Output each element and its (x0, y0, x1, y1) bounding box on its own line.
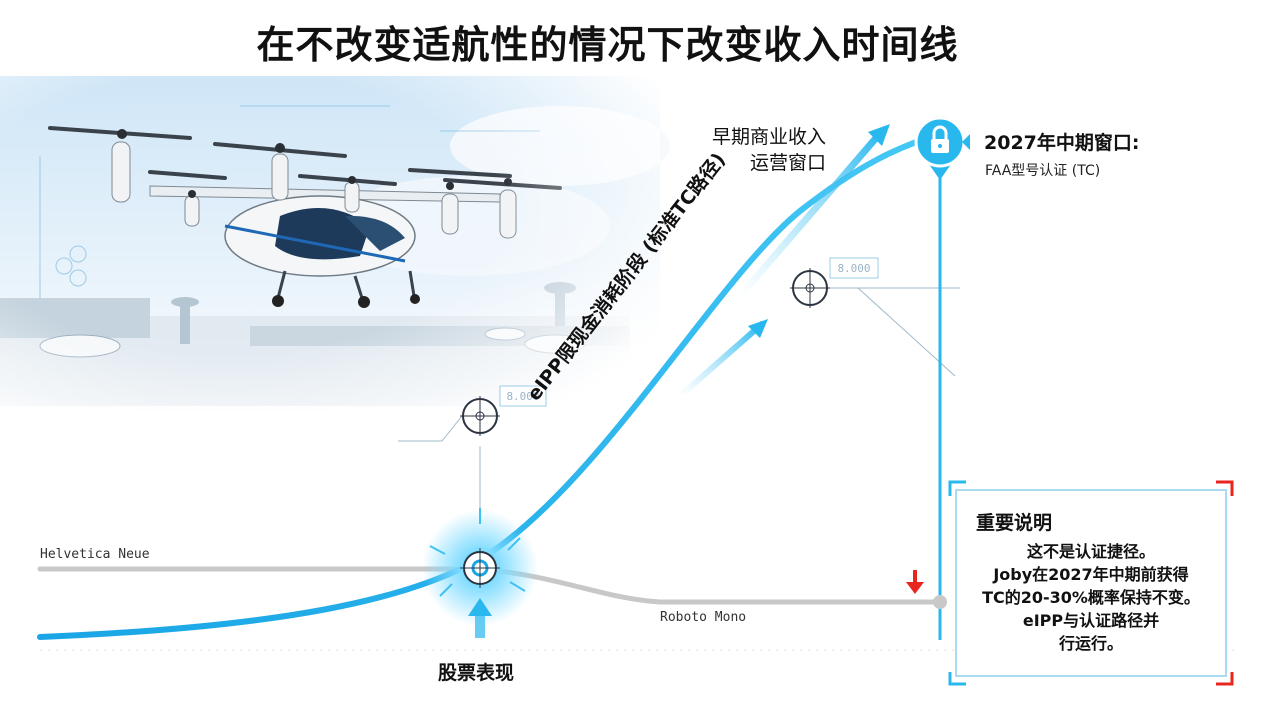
grey-endpoint (933, 595, 947, 609)
lock-icon (914, 116, 970, 180)
diagram-scene: 8.000 8.000 (0, 76, 1269, 708)
font-label-helvetica: Helvetica Neue (40, 547, 150, 562)
svg-text:8.000: 8.000 (837, 262, 870, 275)
stock-performance-label: 股票表现 (438, 662, 515, 684)
trend-arrows (677, 124, 890, 399)
burst-rays (429, 508, 526, 597)
faa-tc-label: FAA型号认证 (TC) (985, 163, 1101, 179)
font-label-roboto: Roboto Mono (660, 610, 747, 625)
important-note-box: 重要说明 这不是认证捷径。 Joby在2027年中期前获得 TC的20-30%概… (956, 490, 1226, 676)
early-revenue-label: 早期商业收入 运营窗口 (712, 126, 827, 174)
diagram-canvas: 8.000 8.000 (0, 76, 1240, 651)
evtol-aircraft-image (0, 76, 670, 416)
note-frame (948, 480, 1234, 686)
svg-text:8.000: 8.000 (506, 390, 539, 403)
note-line: 这不是认证捷径。 (1026, 542, 1155, 561)
up-arrow-icon (468, 598, 492, 638)
note-line: TC的20-30%概率保持不变。 (982, 588, 1200, 607)
crosshair-target-icon (460, 548, 500, 588)
down-arrow-icon (906, 570, 924, 594)
page-title: 在不改变适航性的情况下改变收入时间线 (256, 23, 959, 67)
note-title: 重要说明 (976, 512, 1053, 534)
hud-readout-box: 8.000 (499, 385, 547, 407)
note-body: 这不是认证捷径。 Joby在2027年中期前获得 TC的20-30%概率保持不变… (956, 540, 1226, 655)
note-line: 行运行。 (1058, 634, 1123, 653)
note-line: Joby在2027年中期前获得 (993, 565, 1189, 584)
crosshair-target-icon (790, 268, 830, 308)
crosshair-target-icon (460, 396, 500, 436)
note-line: eIPP与认证路径并 (1022, 611, 1160, 630)
hud-readout-box: 8.000 (829, 257, 879, 279)
window-2027-title: 2027年中期窗口: (984, 132, 1140, 154)
